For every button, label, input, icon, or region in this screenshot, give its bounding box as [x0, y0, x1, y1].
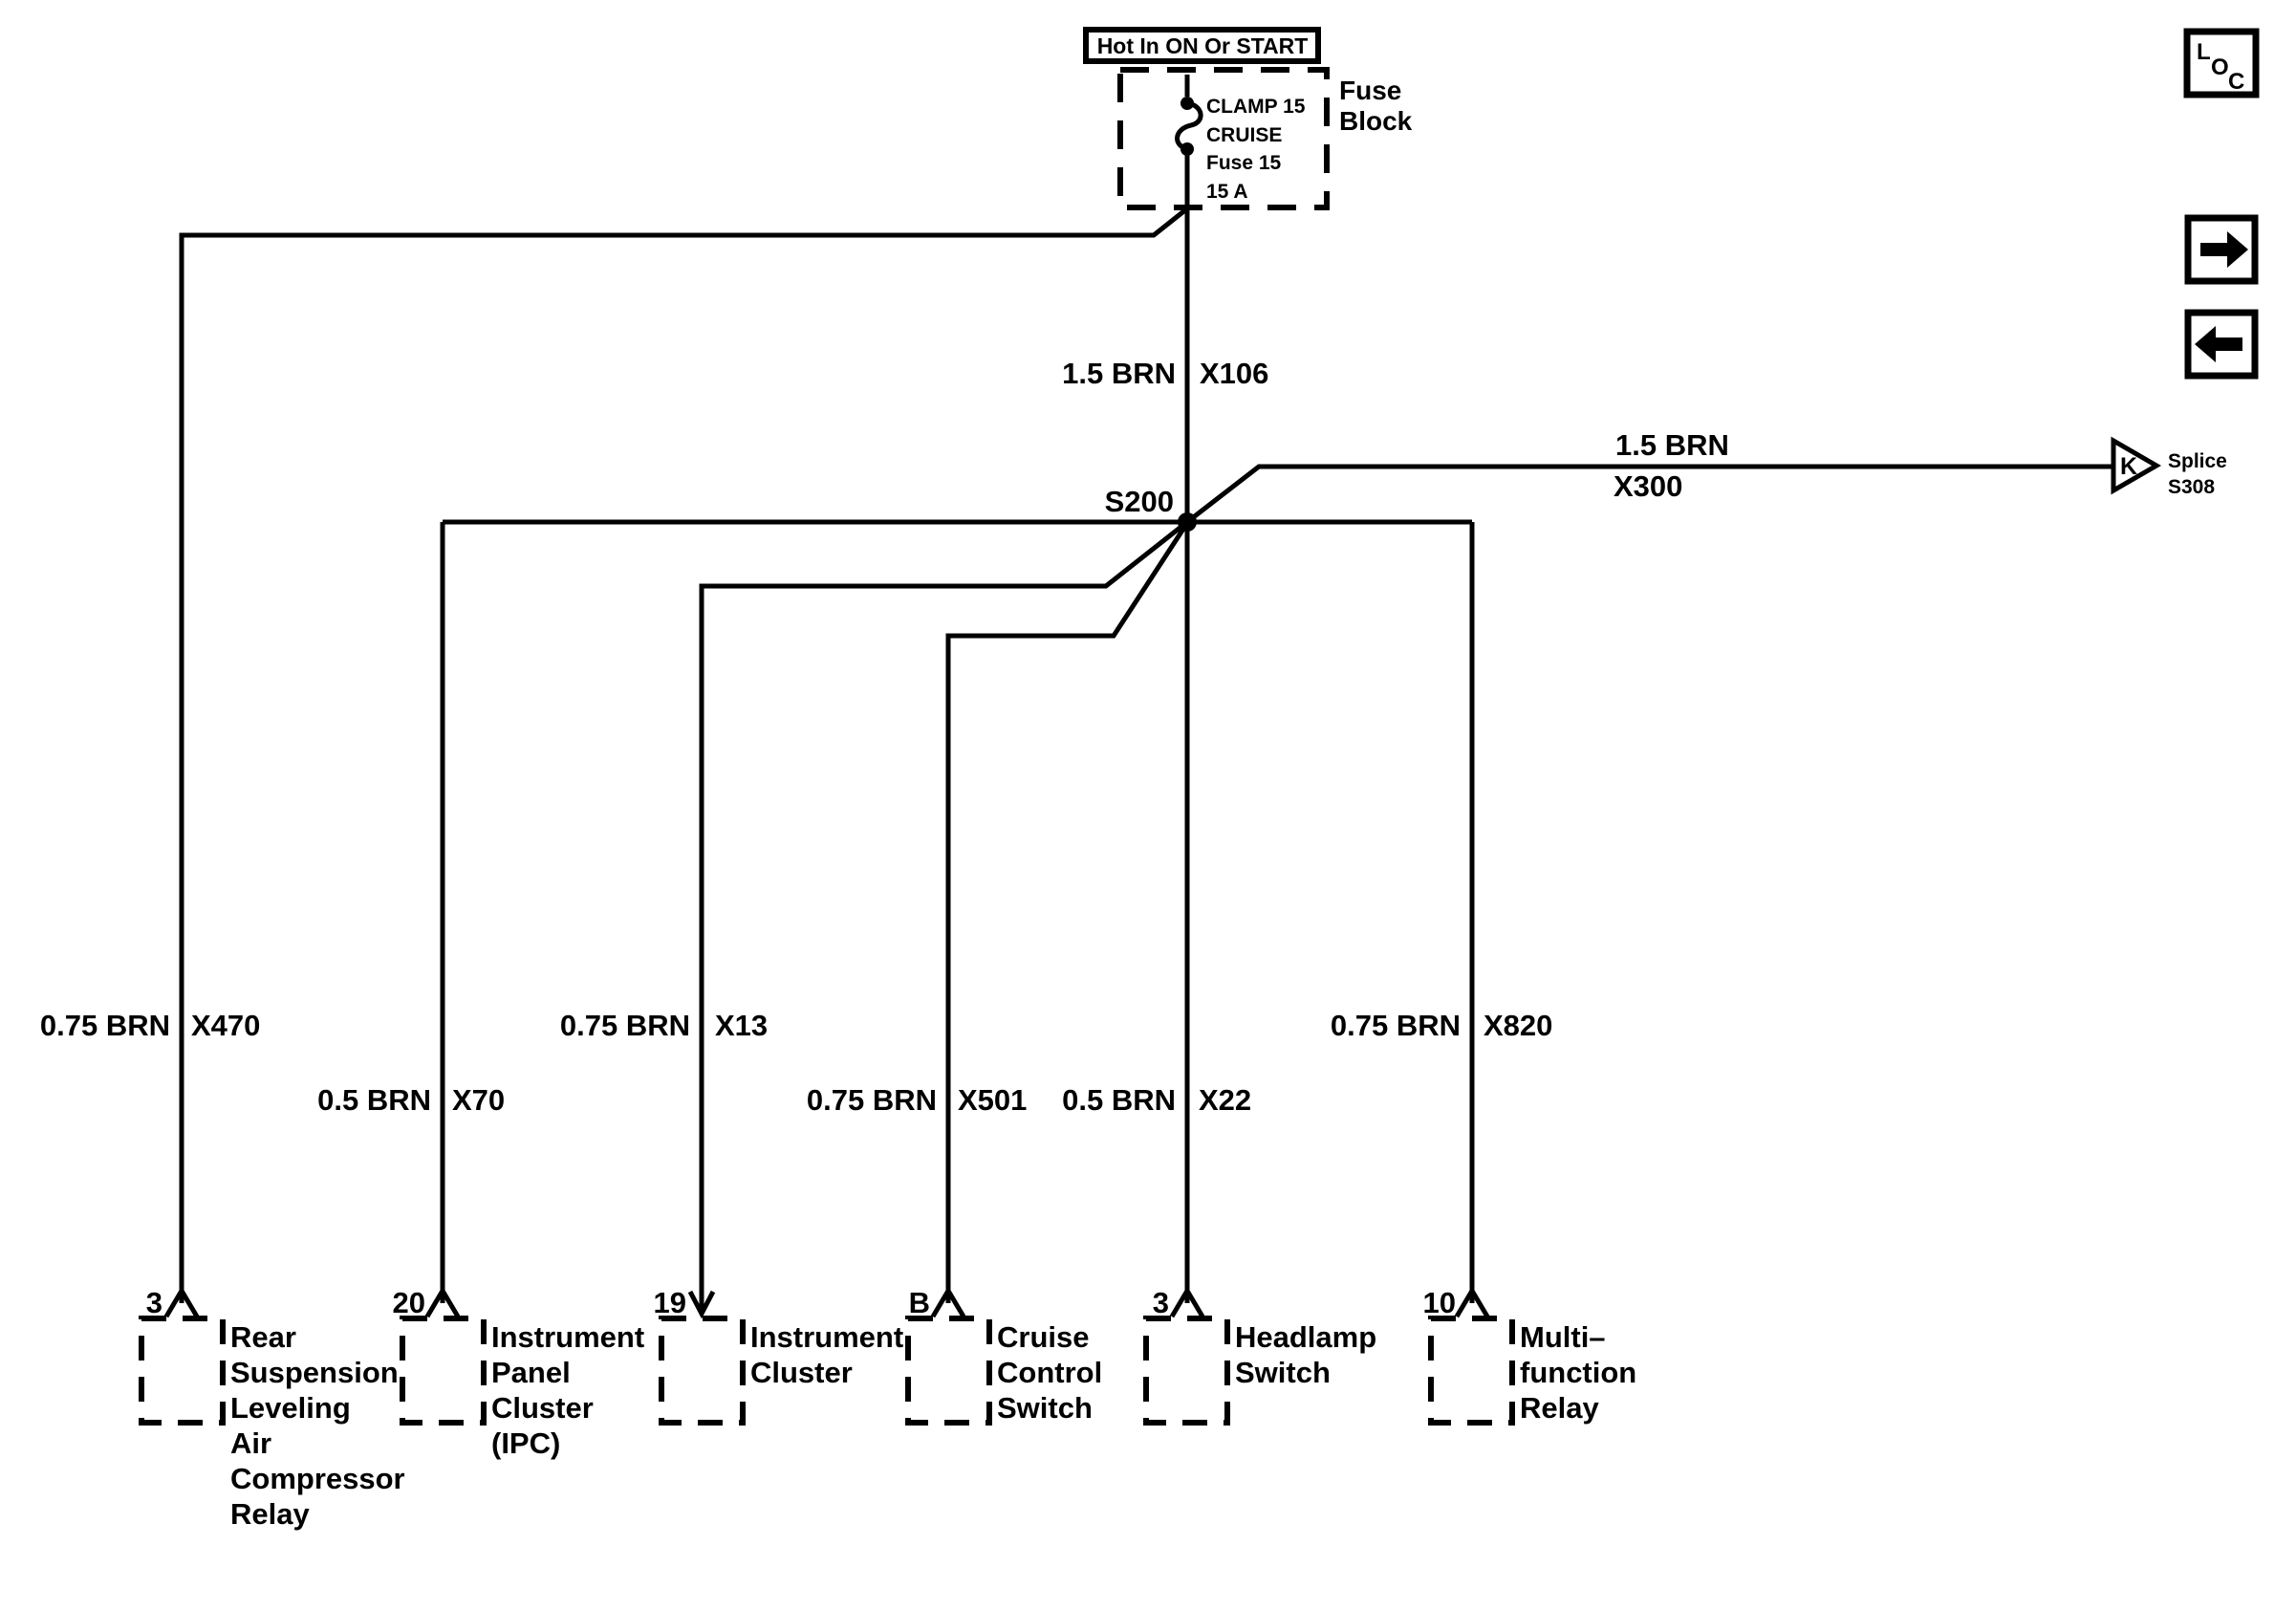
component-label-line: Instrument [750, 1320, 903, 1354]
pin-label: 19 [654, 1286, 686, 1319]
component-label-line: Panel [491, 1356, 571, 1389]
right-arrow-icon-box[interactable] [2184, 214, 2259, 285]
terminal-fork-icon [163, 1286, 200, 1318]
component-rear-suspension-relay: 3 Rear Suspension Leveling Air Compresso… [139, 1286, 405, 1531]
pin-label: 3 [146, 1286, 162, 1319]
wire-x13-gauge-label: 0.75 BRN [560, 1009, 690, 1042]
fuse-block-label-line2: Block [1339, 106, 1413, 136]
fuse-block: CLAMP 15 CRUISE Fuse 15 15 A Fuse Block [1117, 67, 1413, 210]
component-dashed-box [659, 1316, 746, 1426]
off-page-connector-triangle-icon [2111, 436, 2161, 495]
wire-x501-run [945, 521, 1190, 1291]
terminal-fork-icon [930, 1286, 966, 1318]
pin-label: 20 [393, 1286, 425, 1319]
component-label-line: Switch [997, 1391, 1093, 1425]
wire-x470-gauge-label: 0.75 BRN [40, 1009, 170, 1042]
wire-x300-id-label: X300 [1614, 469, 1682, 503]
wire-x501-gauge-label: 0.75 BRN [807, 1083, 937, 1117]
component-label-line: (IPC) [491, 1426, 560, 1460]
component-dashed-box [139, 1316, 226, 1426]
splice-s308-label-line2: S308 [2168, 476, 2215, 498]
component-instrument-panel-cluster: 20 Instrument Panel Cluster (IPC) [393, 1286, 645, 1460]
component-label-line: Multi– [1520, 1320, 1606, 1354]
component-label-line: Control [997, 1356, 1102, 1389]
terminal-fork-icon [1454, 1286, 1490, 1318]
down-arrow-terminal-icon [687, 1290, 716, 1319]
fuse-text-line1: CLAMP 15 [1206, 96, 1306, 118]
wire-x106-id-label: X106 [1200, 357, 1268, 390]
wire-x300-run [1185, 464, 2112, 524]
wire-x470-run [179, 207, 1188, 1291]
pin-label: B [909, 1286, 930, 1319]
component-label-line: function [1520, 1356, 1636, 1389]
terminal-fork-icon [424, 1286, 461, 1318]
prev-page-button[interactable] [2184, 309, 2259, 380]
fuse-block-dashed-box [1117, 67, 1330, 210]
power-source-header: Hot In ON Or START [1083, 27, 1321, 64]
component-label-line: Switch [1235, 1356, 1331, 1389]
wire-x106-gauge-label: 1.5 BRN [1062, 357, 1176, 390]
wire-x820-gauge-label: 0.75 BRN [1331, 1009, 1461, 1042]
splice-s200-label: S200 [1105, 485, 1174, 518]
component-multi-function-relay: 10 Multi– function Relay [1423, 1286, 1636, 1426]
wire-x22-gauge-label: 0.5 BRN [1062, 1083, 1176, 1117]
fuse-element-icon [1175, 100, 1203, 152]
component-instrument-cluster: 19 Instrument Cluster [654, 1286, 903, 1426]
wire-x820-id-label: X820 [1484, 1009, 1552, 1042]
fuse-block-label-line1: Fuse [1339, 76, 1401, 105]
loc-letter-o: O [2211, 54, 2229, 80]
component-dashed-box [400, 1316, 487, 1426]
component-label-line: Headlamp [1235, 1320, 1376, 1354]
fuse-text-line3: Fuse 15 [1206, 152, 1282, 174]
component-label-line: Compressor [230, 1462, 405, 1495]
component-label-line: Cluster [491, 1391, 594, 1425]
hot-in-on-or-start-box [1083, 27, 1321, 64]
component-cruise-control-switch: B Cruise Control Switch [905, 1286, 1102, 1426]
loc-icon-box[interactable] [2183, 28, 2260, 98]
terminal-fork-icons [163, 1286, 1490, 1318]
off-page-connector-letter: K [2120, 453, 2137, 480]
terminal-fork-icon [1169, 1286, 1205, 1318]
splice-s200: S200 [443, 485, 1472, 532]
wire-x470-id-label: X470 [191, 1009, 260, 1042]
component-dashed-box [1428, 1316, 1515, 1426]
wire-x22-id-label: X22 [1199, 1083, 1251, 1117]
wire-x13-run [699, 520, 1189, 1310]
wire-x70-id-label: X70 [452, 1083, 505, 1117]
component-label-line: Relay [1520, 1391, 1599, 1425]
left-arrow-icon [2195, 326, 2242, 362]
component-label-line: Air [230, 1426, 271, 1460]
component-dashed-box [1143, 1316, 1230, 1426]
pin-label: 10 [1423, 1286, 1456, 1319]
component-label-line: Suspension [230, 1356, 399, 1389]
fuse-text-line4: 15 A [1206, 181, 1248, 203]
wire-x70-gauge-label: 0.5 BRN [317, 1083, 431, 1117]
left-arrow-icon-box[interactable] [2184, 309, 2259, 380]
pin-label: 3 [1153, 1286, 1169, 1319]
hot-in-on-or-start-label: Hot In ON Or START [1097, 33, 1309, 58]
component-label-line: Relay [230, 1497, 310, 1531]
fuse-text-line2: CRUISE [1206, 124, 1282, 146]
loc-letter-l: L [2197, 39, 2211, 65]
component-label-line: Leveling [230, 1391, 351, 1425]
branch-to-s308: 1.5 BRN X300 K Splice S308 [1185, 428, 2227, 524]
component-label-line: Cluster [750, 1356, 853, 1389]
splice-s308-label-line1: Splice [2168, 450, 2227, 472]
next-page-button[interactable] [2184, 214, 2259, 285]
wire-x501-id-label: X501 [958, 1083, 1027, 1117]
component-label-line: Rear [230, 1320, 296, 1354]
loc-icon[interactable]: L O C [2183, 28, 2260, 98]
right-arrow-icon [2200, 231, 2248, 268]
wire-x13-id-label: X13 [715, 1009, 768, 1042]
loc-letter-c: C [2228, 69, 2244, 95]
component-label-line: Cruise [997, 1320, 1089, 1354]
component-headlamp-switch: 3 Headlamp Switch [1143, 1286, 1376, 1426]
component-label-line: Instrument [491, 1320, 644, 1354]
wire-x300-gauge-label: 1.5 BRN [1615, 428, 1729, 462]
component-dashed-box [905, 1316, 992, 1426]
